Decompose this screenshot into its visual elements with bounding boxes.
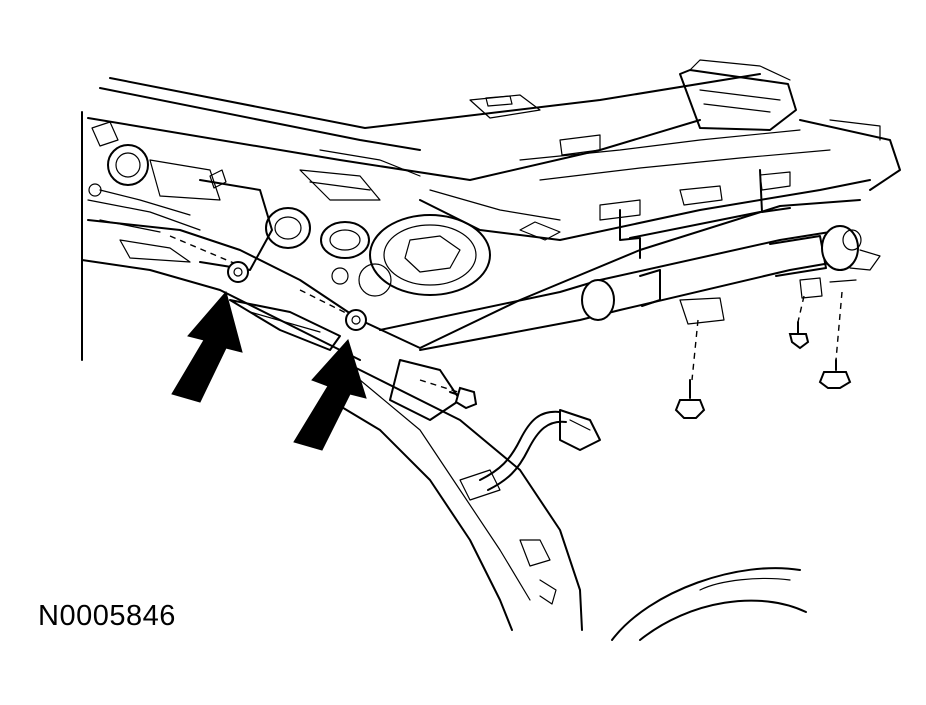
bolt-airbag-3 — [818, 359, 852, 389]
bolt-airbag-1 — [674, 379, 706, 419]
wiring-harness — [479, 409, 601, 491]
airbag-bracket — [619, 169, 791, 259]
airbag-bolts — [449, 321, 852, 419]
steering-wheel — [611, 567, 807, 641]
fastener-leaders — [169, 235, 843, 393]
callout-arrows — [171, 290, 367, 451]
figure-id-label: N0005846 — [38, 600, 176, 632]
nut-right — [345, 309, 367, 331]
nut-left — [227, 261, 249, 283]
arrow-left — [171, 290, 243, 403]
bolt-airbag-2 — [788, 321, 810, 350]
arrow-right — [293, 339, 367, 451]
bolt-airbag-upper — [449, 386, 478, 410]
hvac-ducts — [265, 149, 491, 297]
passenger-airbag-module — [379, 225, 881, 351]
a-pillar-trim — [329, 359, 583, 631]
instrument-panel-nuts — [227, 261, 367, 331]
